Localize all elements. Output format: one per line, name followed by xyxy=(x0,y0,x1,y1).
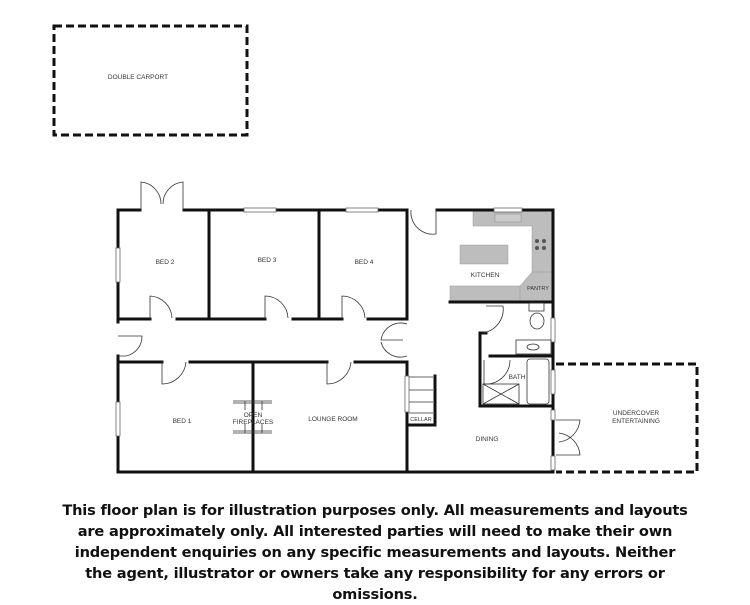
shower-icon xyxy=(482,383,520,405)
bathtub-icon xyxy=(526,358,550,405)
disclaimer-text: This floor plan is for illustration purp… xyxy=(62,502,688,603)
kitchen-benches xyxy=(449,210,553,302)
undercover-label-2: ENTERTAINING xyxy=(612,418,660,425)
dining-label: DINING xyxy=(476,436,499,443)
cellar-label: CELLAR xyxy=(410,417,431,423)
doors xyxy=(118,181,581,456)
undercover-label-1: UNDERCOVER xyxy=(613,410,660,417)
bathroom-fixtures xyxy=(482,302,552,405)
fireplaces-label-1: OPEN xyxy=(244,412,263,419)
bed1-label: BED 1 xyxy=(173,418,192,425)
fireplaces-label-2: FIREPLACES xyxy=(233,419,274,426)
bed3-label: BED 3 xyxy=(258,257,277,264)
windows xyxy=(115,207,556,471)
bath-label: BATH xyxy=(509,374,526,381)
cooktop-icon xyxy=(535,239,546,250)
bed4-label: BED 4 xyxy=(355,259,374,266)
bed2-label: BED 2 xyxy=(156,259,175,266)
sink-icon xyxy=(494,213,522,223)
toilet-cistern-icon xyxy=(528,302,545,312)
carport-outline xyxy=(52,24,249,137)
kitchen-label: KITCHEN xyxy=(471,272,500,279)
basin-icon xyxy=(515,339,552,355)
carport-label: DOUBLE CARPORT xyxy=(108,74,168,81)
pantry-label: PANTRY xyxy=(527,286,549,292)
toilet-icon xyxy=(529,312,545,330)
undercover-outline xyxy=(556,362,699,474)
lounge-label: LOUNGE ROOM xyxy=(308,416,357,423)
